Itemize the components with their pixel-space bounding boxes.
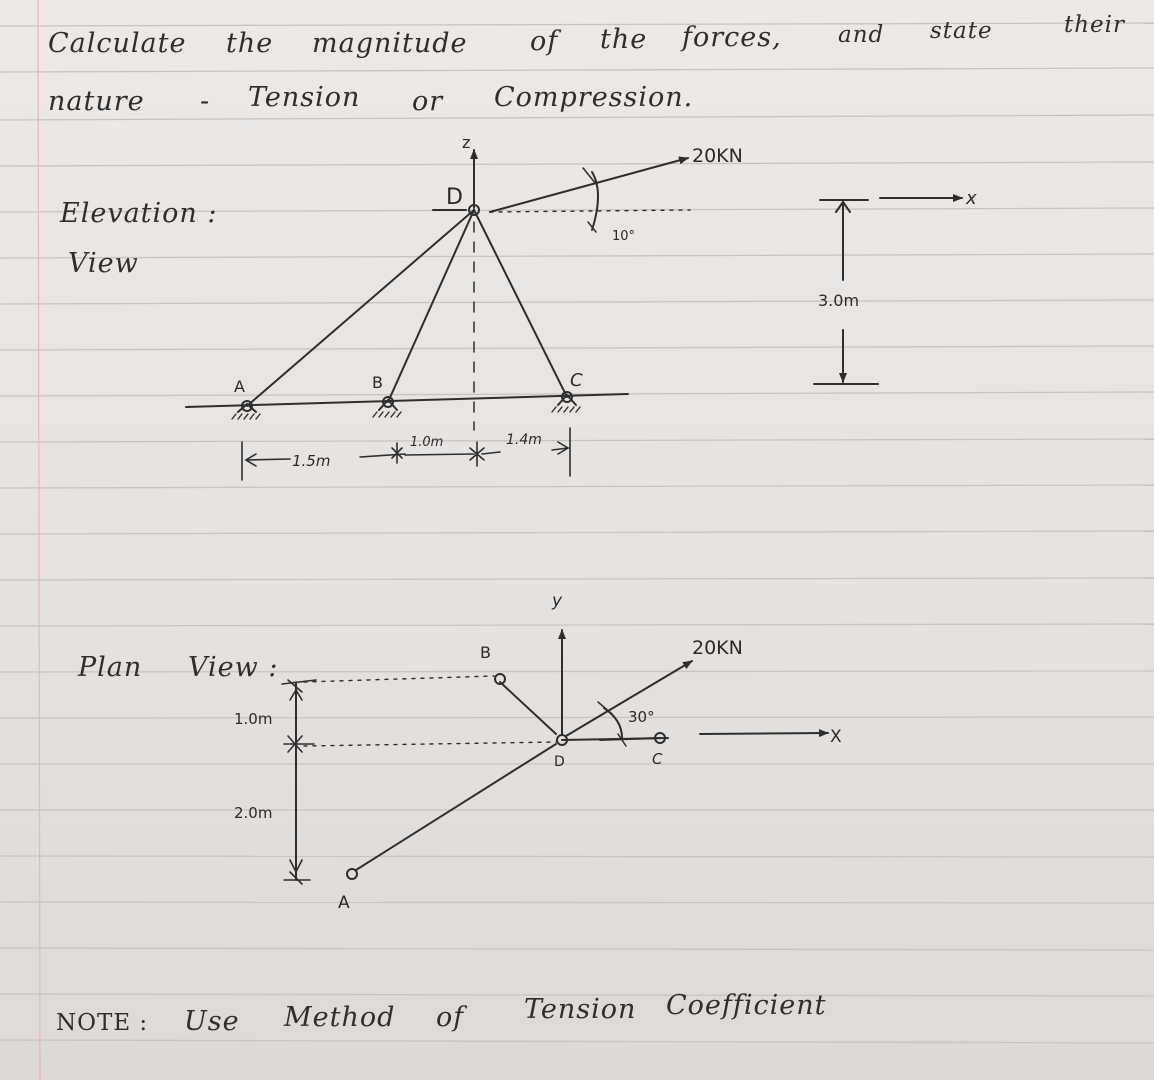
header-word: state bbox=[930, 18, 993, 44]
plan-title: Plan bbox=[78, 652, 143, 683]
node-C-plan bbox=[654, 732, 666, 744]
support-B bbox=[372, 396, 402, 418]
axis-y-label: y bbox=[551, 591, 563, 611]
plan-node-B-label: B bbox=[480, 643, 491, 662]
plan-dotted-B-line bbox=[303, 675, 495, 683]
support-A bbox=[231, 400, 261, 420]
node-B-label: B bbox=[372, 373, 383, 392]
axis-x-label: x bbox=[965, 188, 977, 209]
header-word: - bbox=[200, 86, 211, 117]
header-word: magnitude bbox=[312, 28, 468, 59]
header-word: forces, bbox=[682, 22, 782, 53]
dim-top-arrowhead bbox=[835, 200, 851, 213]
dim-2-label: 1.0m bbox=[410, 435, 443, 450]
header-word: nature bbox=[48, 86, 145, 117]
elevation-force-label: 20KN bbox=[692, 145, 743, 167]
member-BD bbox=[387, 209, 475, 403]
ground-line bbox=[185, 393, 629, 408]
header-word: Compression. bbox=[494, 82, 694, 113]
angle-30-label: 30° bbox=[628, 708, 655, 726]
header-word: and bbox=[838, 22, 885, 48]
member-DB-plan bbox=[499, 681, 557, 735]
note-word: Use bbox=[184, 1006, 240, 1037]
node-D-plan bbox=[556, 734, 568, 746]
note-label: NOTE : bbox=[56, 1010, 149, 1036]
plan-subtitle: View : bbox=[188, 652, 279, 683]
dim-1-label: 1.5m bbox=[292, 452, 330, 470]
plan-node-D-label: D bbox=[554, 754, 565, 770]
node-C-label: C bbox=[570, 370, 583, 391]
axis-z-label: z bbox=[462, 133, 470, 152]
plan-dotted-D-line bbox=[303, 741, 557, 747]
header-word: or bbox=[412, 86, 444, 117]
angle-10-label: 10° bbox=[612, 229, 635, 244]
header-word: of bbox=[530, 26, 559, 57]
plan-node-A-label: A bbox=[338, 893, 350, 913]
dim-3-label: 1.4m bbox=[506, 432, 542, 448]
node-A-plan bbox=[346, 868, 358, 880]
node-D-label: D bbox=[446, 185, 463, 210]
note-word: of bbox=[436, 1002, 465, 1033]
horizontal-reference-line bbox=[489, 209, 691, 213]
header-word: the bbox=[600, 24, 648, 55]
elevation-subtitle: View bbox=[68, 248, 139, 279]
angle-10-arc bbox=[591, 171, 599, 231]
plan-dim-1-label: 1.0m bbox=[234, 710, 272, 728]
note-word: Coefficient bbox=[666, 990, 827, 1021]
X-axis-arrow bbox=[699, 729, 829, 738]
plan-force-label: 20KN bbox=[692, 637, 743, 659]
plan-dim-2-label: 2.0m bbox=[234, 804, 272, 822]
node-B-plan bbox=[494, 673, 506, 685]
member-CD bbox=[473, 209, 568, 398]
elevation-title: Elevation : bbox=[60, 198, 218, 229]
height-label: 3.0m bbox=[818, 291, 859, 310]
elevation-force-arrow bbox=[489, 156, 689, 213]
plan-force-arrow bbox=[565, 660, 693, 737]
member-AD bbox=[246, 209, 475, 407]
header-word: the bbox=[226, 28, 274, 59]
header-word: their bbox=[1064, 12, 1126, 38]
plan-node-C-label: C bbox=[652, 750, 663, 768]
header-word: Calculate bbox=[48, 28, 187, 59]
node-A-label: A bbox=[234, 377, 245, 396]
node-D-joint bbox=[468, 204, 480, 216]
plan-axis-X-label: X bbox=[830, 727, 842, 747]
support-C bbox=[551, 391, 581, 413]
note-word: Tension bbox=[524, 994, 637, 1025]
member-DA-plan bbox=[355, 743, 557, 871]
header-word: Tension bbox=[248, 82, 361, 113]
note-word: Method bbox=[284, 1002, 396, 1033]
